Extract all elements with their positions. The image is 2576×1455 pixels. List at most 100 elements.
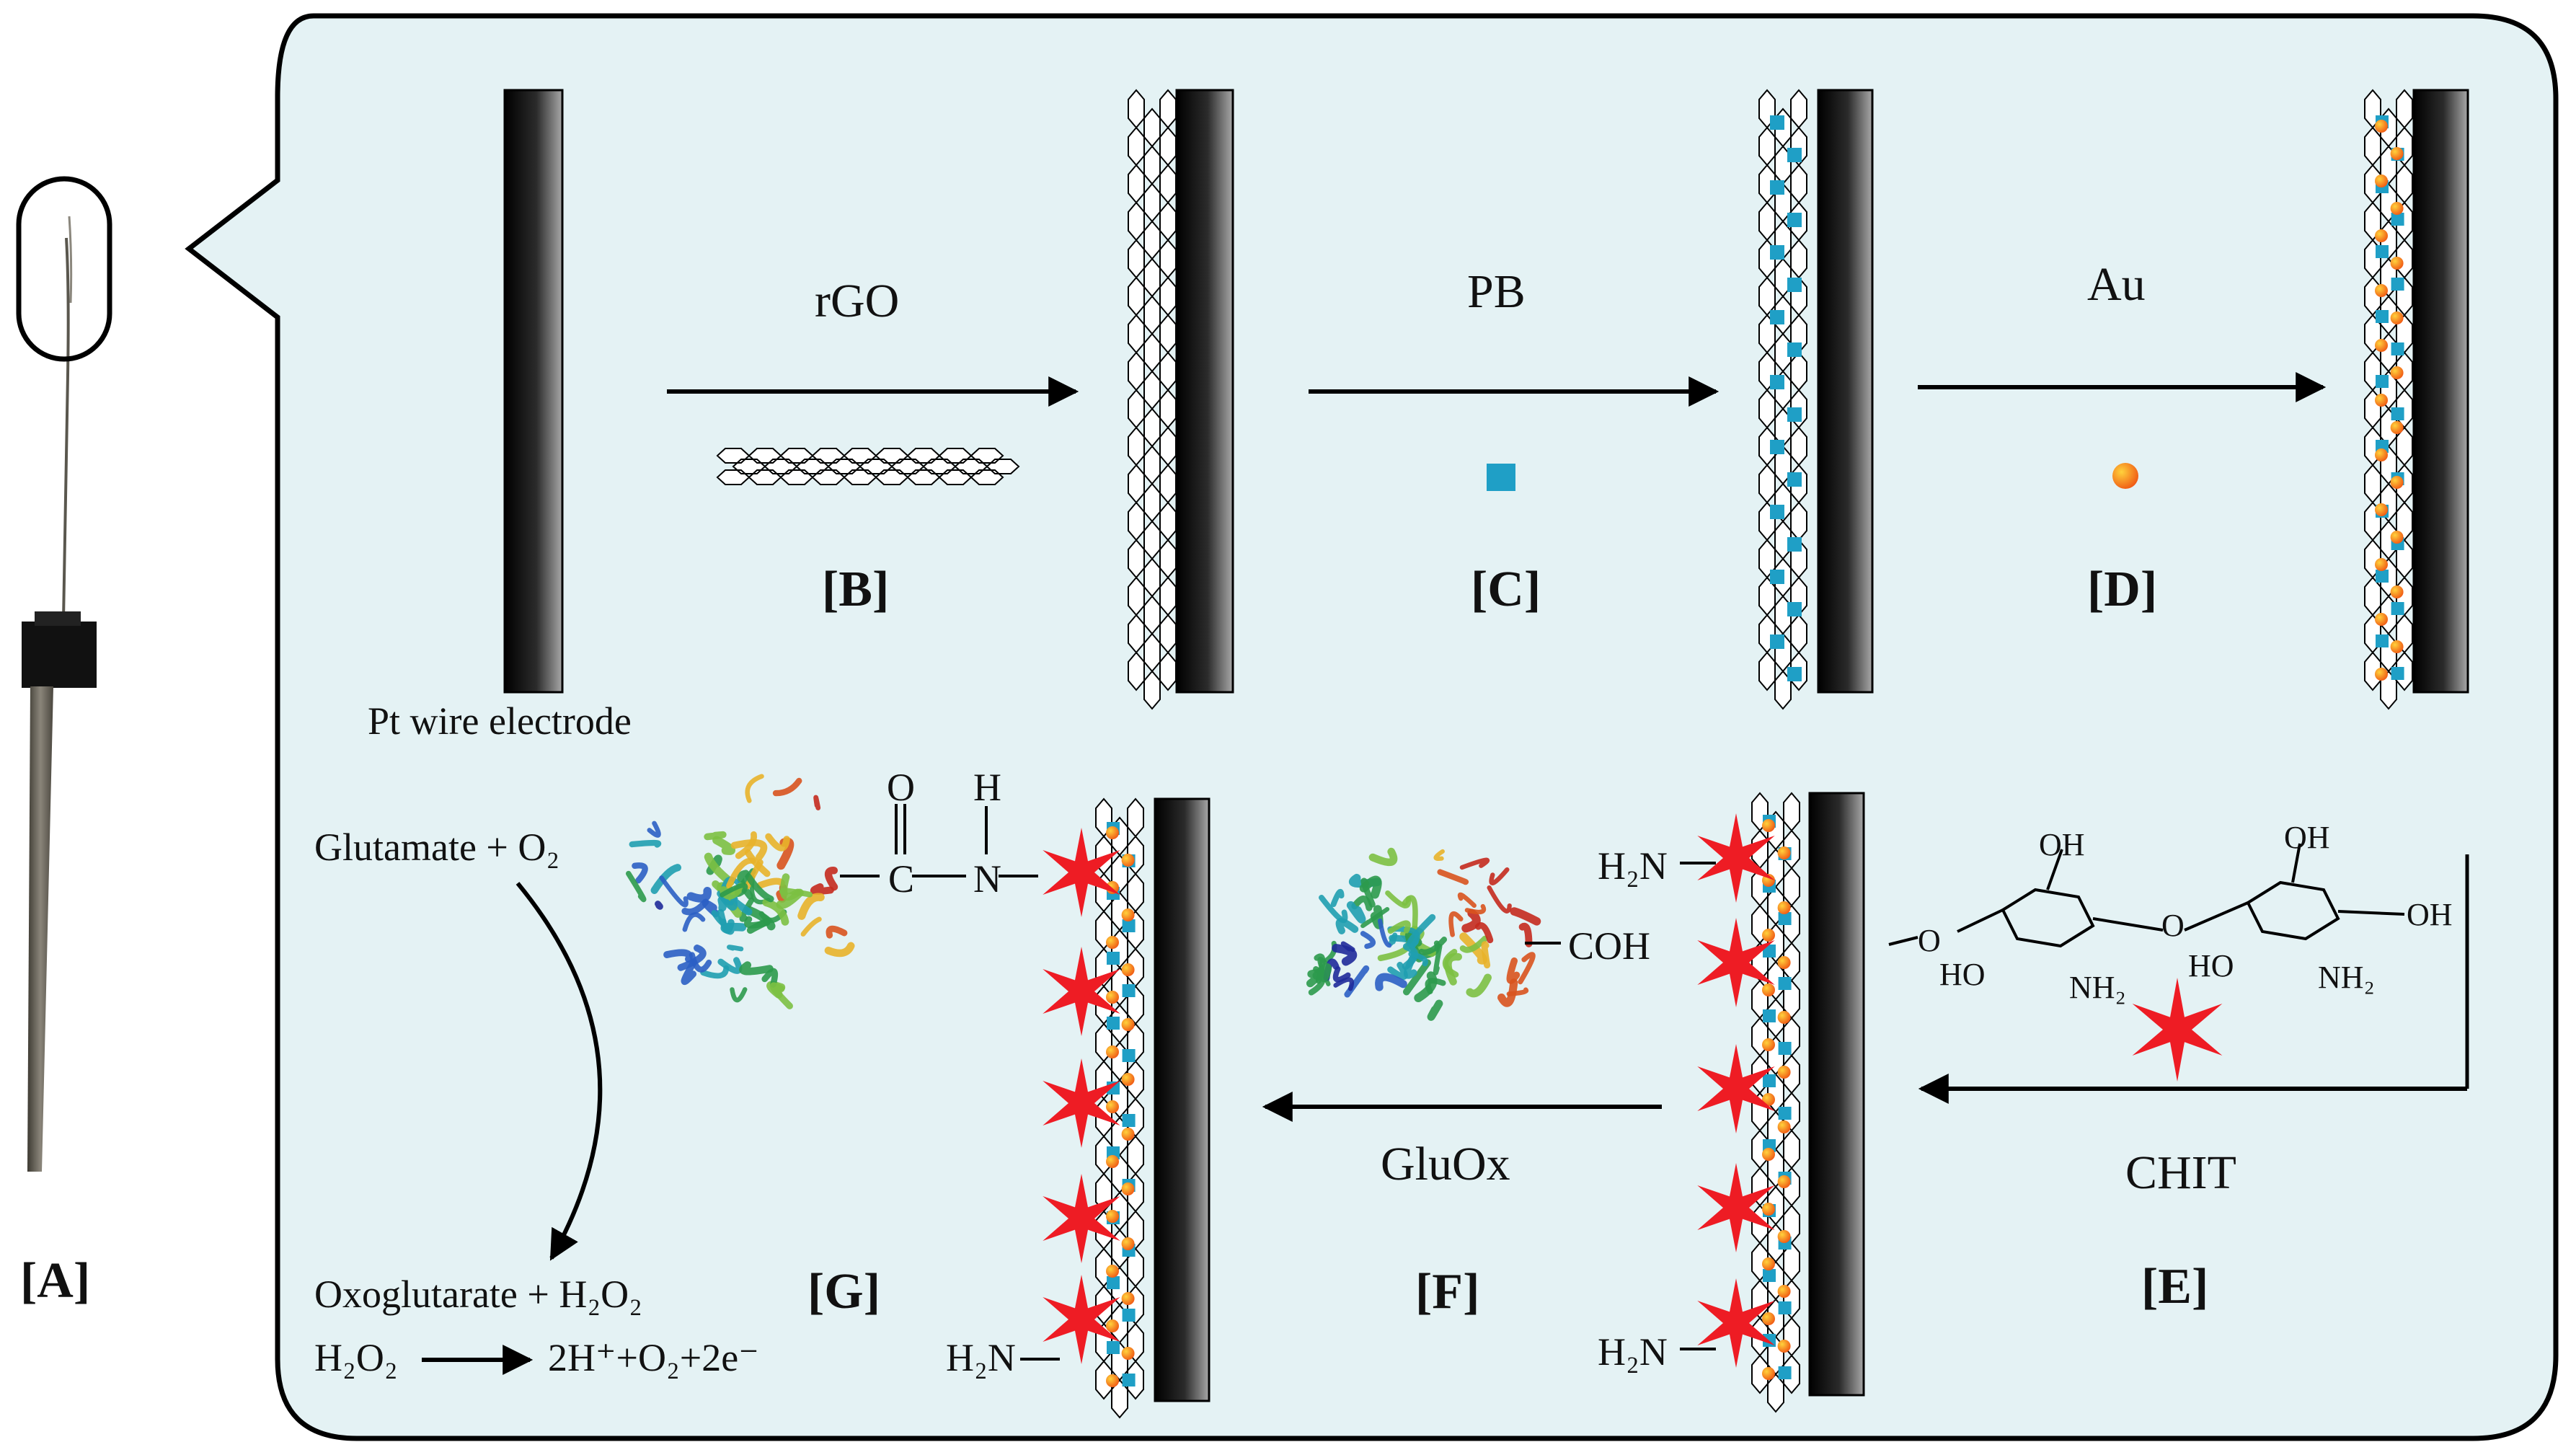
panel-label-c: [C] bbox=[1471, 562, 1541, 617]
rgo-layer-b bbox=[1128, 89, 1177, 710]
protein-ribbon bbox=[737, 870, 754, 900]
pb-nanocube bbox=[2391, 667, 2404, 680]
protein-ribbon bbox=[761, 968, 779, 988]
electrode-g bbox=[1154, 797, 1210, 1402]
chitosan-bond-4 bbox=[2337, 910, 2405, 916]
pb-nanocube bbox=[2391, 213, 2404, 226]
pb-nanocube bbox=[1122, 984, 1136, 997]
protein-ribbon bbox=[744, 859, 763, 890]
chitosan-star-e-3 bbox=[1697, 1044, 1775, 1133]
protein-ribbon bbox=[1333, 977, 1355, 991]
chitosan-ho-2: HO bbox=[2188, 948, 2234, 983]
chitosan-bond-6 bbox=[2291, 843, 2301, 883]
protein-ribbon bbox=[1506, 987, 1529, 996]
protein-ribbon bbox=[629, 839, 662, 848]
au-nanoparticle bbox=[1121, 1347, 1135, 1360]
pb-nanocube bbox=[1770, 245, 1784, 260]
protein-ribbon bbox=[769, 982, 793, 1009]
pb-nanocube bbox=[1778, 977, 1792, 990]
au-nanoparticle bbox=[2375, 558, 2388, 571]
pb-nanocube bbox=[2376, 570, 2389, 583]
panel-background bbox=[185, 13, 2559, 1441]
pb-nanocube bbox=[1122, 1374, 1136, 1387]
au-nanoparticle bbox=[1762, 1312, 1775, 1325]
au-nanoparticle bbox=[1777, 901, 1791, 914]
pb-nanocube bbox=[2376, 634, 2389, 647]
protein-ribbon bbox=[1459, 857, 1490, 870]
chitosan-star-e-5 bbox=[1697, 1278, 1775, 1368]
protein-ribbon bbox=[1489, 867, 1510, 885]
protein-ribbon bbox=[1510, 907, 1541, 926]
pb-nanocube bbox=[2376, 310, 2389, 323]
protein-ribbon bbox=[1518, 922, 1533, 947]
protein-ribbon bbox=[1433, 849, 1445, 861]
protein-ribbon bbox=[1319, 895, 1348, 924]
pb-nanocube bbox=[1770, 180, 1784, 195]
pb-nanocube bbox=[2391, 278, 2404, 291]
chitosan-oh-1: OH bbox=[2039, 827, 2085, 862]
rgo-layer-d bbox=[2364, 89, 2413, 710]
chitosan-star-g-1 bbox=[1043, 828, 1120, 917]
protein-ribbon bbox=[1481, 941, 1491, 969]
protein-ribbon bbox=[1368, 847, 1398, 867]
protein-ribbon bbox=[650, 864, 682, 894]
protein-ribbon bbox=[1437, 869, 1469, 885]
amide-n: N bbox=[973, 857, 1001, 901]
protein-ribbon bbox=[1457, 892, 1477, 908]
au-nanoparticle bbox=[2390, 147, 2404, 160]
protein-ribbon bbox=[677, 945, 707, 971]
au-nanoparticle bbox=[1762, 1203, 1775, 1216]
pb-nanocube bbox=[1770, 440, 1784, 454]
protein-ribbon bbox=[1340, 941, 1355, 952]
au-nanoparticle bbox=[2390, 202, 2404, 215]
chitosan-bond-3 bbox=[2184, 901, 2249, 932]
protein-ribbon bbox=[1387, 920, 1411, 934]
pb-nanocube bbox=[1778, 1042, 1792, 1055]
amine-label-e-bottom: H₂N bbox=[1598, 1330, 1668, 1374]
protein-ribbon bbox=[647, 821, 661, 838]
pb-nanocube bbox=[1770, 115, 1784, 130]
protein-ribbon bbox=[712, 836, 736, 855]
step-label-rgo: rGO bbox=[815, 275, 900, 327]
protein-ribbon bbox=[1427, 999, 1443, 1021]
coh-label: COH bbox=[1568, 924, 1651, 968]
pb-nanocube bbox=[2391, 342, 2404, 355]
pb-nanocube bbox=[1778, 912, 1792, 925]
au-nanoparticle bbox=[1106, 1319, 1119, 1332]
pb-nanocube bbox=[1787, 342, 1802, 357]
protein-ribbon bbox=[1461, 908, 1481, 933]
protein-ribbon bbox=[655, 901, 663, 910]
pb-nanocube bbox=[1122, 919, 1136, 932]
protein-ribbon bbox=[720, 883, 748, 898]
au-nanoparticle bbox=[1762, 819, 1775, 832]
protein-ribbon bbox=[1497, 978, 1518, 1007]
au-nanoparticle bbox=[1106, 991, 1119, 1004]
pb-nanocube bbox=[1787, 407, 1802, 422]
rgo-layer-c bbox=[1758, 89, 1807, 710]
amide-o: O bbox=[887, 766, 915, 809]
gluox-enzyme-f bbox=[1306, 847, 1541, 1021]
reaction-curved-arrow bbox=[515, 882, 603, 1261]
au-nanoparticle bbox=[1121, 1128, 1135, 1141]
au-nanoparticle bbox=[1777, 846, 1791, 859]
chitosan-ring-2 bbox=[2246, 880, 2340, 941]
pt-wire-photo bbox=[16, 176, 112, 1172]
pb-nanocube-icon bbox=[1487, 464, 1515, 491]
protein-ribbon bbox=[730, 987, 748, 1003]
protein-ribbon bbox=[686, 887, 712, 903]
gluox-enzyme-g bbox=[626, 774, 855, 1009]
chitosan-o-end: O bbox=[1918, 923, 1941, 958]
reaction-glutamate: Glutamate + O₂ bbox=[314, 826, 560, 869]
chitosan-star-g-3 bbox=[1043, 1058, 1120, 1148]
protein-ribbon bbox=[1346, 901, 1366, 924]
au-nanoparticle bbox=[1106, 1265, 1119, 1278]
protein-ribbon bbox=[800, 916, 822, 937]
au-nanoparticle bbox=[2390, 640, 2404, 653]
au-nanoparticle bbox=[1121, 1182, 1135, 1195]
step-label-pb: PB bbox=[1467, 265, 1526, 318]
au-nanoparticle bbox=[1777, 1340, 1791, 1353]
chitosan-ring-1 bbox=[2001, 888, 2095, 948]
chitosan-o-link: O bbox=[2161, 908, 2185, 943]
pb-nanocube bbox=[1787, 537, 1802, 552]
protein-ribbon bbox=[762, 898, 789, 926]
